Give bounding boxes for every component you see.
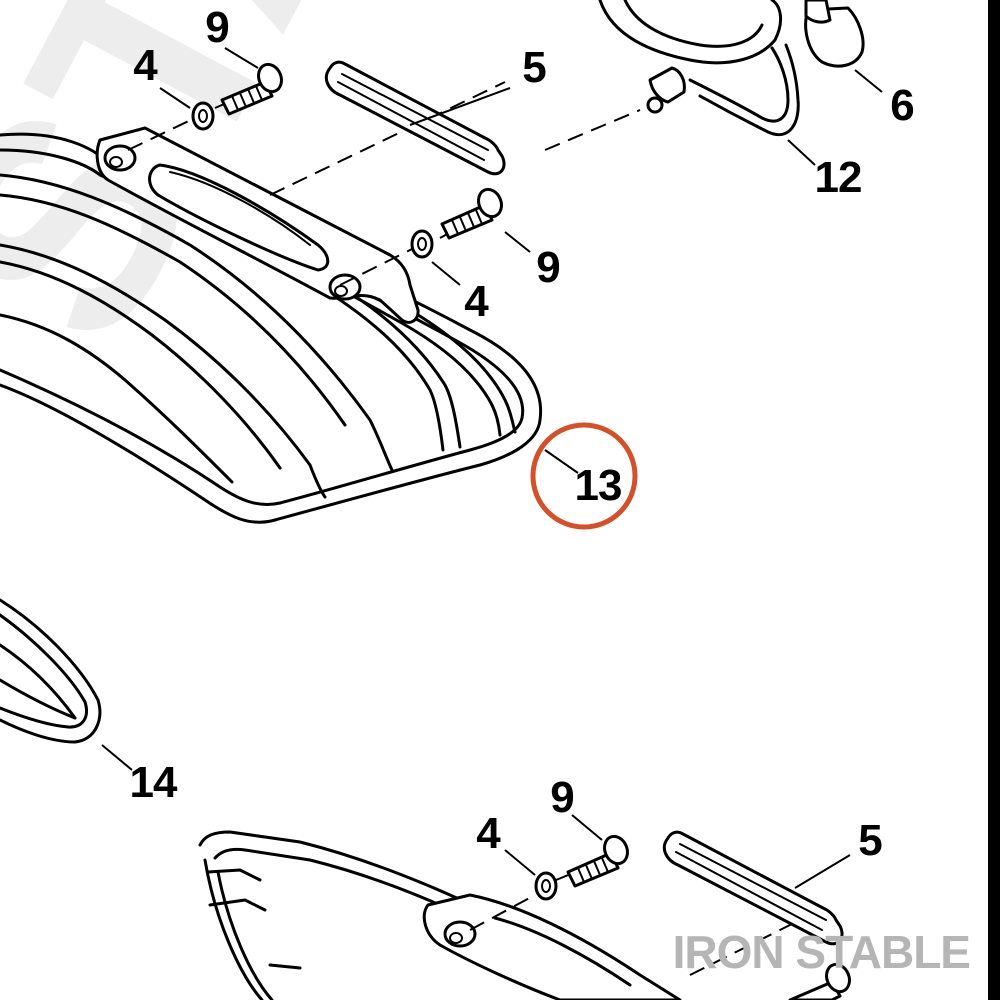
washer-part-4-bottom (534, 871, 558, 901)
background-watermark: STABLE (0, 0, 719, 390)
callout-5-bottom: 5 (858, 816, 882, 865)
screw-part-9-bottom (566, 834, 629, 888)
callout-5-top: 5 (522, 43, 546, 92)
screw-part-9-mid (440, 187, 503, 240)
u-bracket-part-12 (598, 0, 800, 137)
clamp-part-6 (804, 0, 865, 68)
callout-9-mid: 9 (536, 243, 559, 292)
screw-part-9-top (220, 62, 283, 116)
callout-6: 6 (890, 81, 913, 130)
washer-part-4-mid (410, 229, 434, 259)
callout-4-top: 4 (133, 41, 158, 90)
plate-part-5-top (324, 60, 506, 176)
callout-9-top: 9 (205, 3, 228, 52)
lower-rack-assembly (198, 830, 682, 1000)
highlight-circle-13 (530, 422, 638, 530)
screw-part-9-bottom-right (788, 962, 851, 1000)
rack-part-14 (0, 598, 102, 744)
callout-14: 14 (130, 758, 178, 807)
callout-13: 13 (575, 461, 622, 510)
right-edge-bar (988, 0, 1000, 1000)
plate-part-5-bottom (662, 830, 844, 946)
callout-4-bottom: 4 (476, 809, 501, 858)
callout-9-bottom: 9 (550, 773, 573, 822)
iron-stable-watermark: IRON STABLE (673, 926, 970, 978)
callout-12: 12 (815, 153, 862, 202)
callout-4-mid: 4 (464, 277, 489, 326)
washer-part-4-top (191, 101, 215, 131)
luggage-rack-part-13 (0, 126, 543, 524)
